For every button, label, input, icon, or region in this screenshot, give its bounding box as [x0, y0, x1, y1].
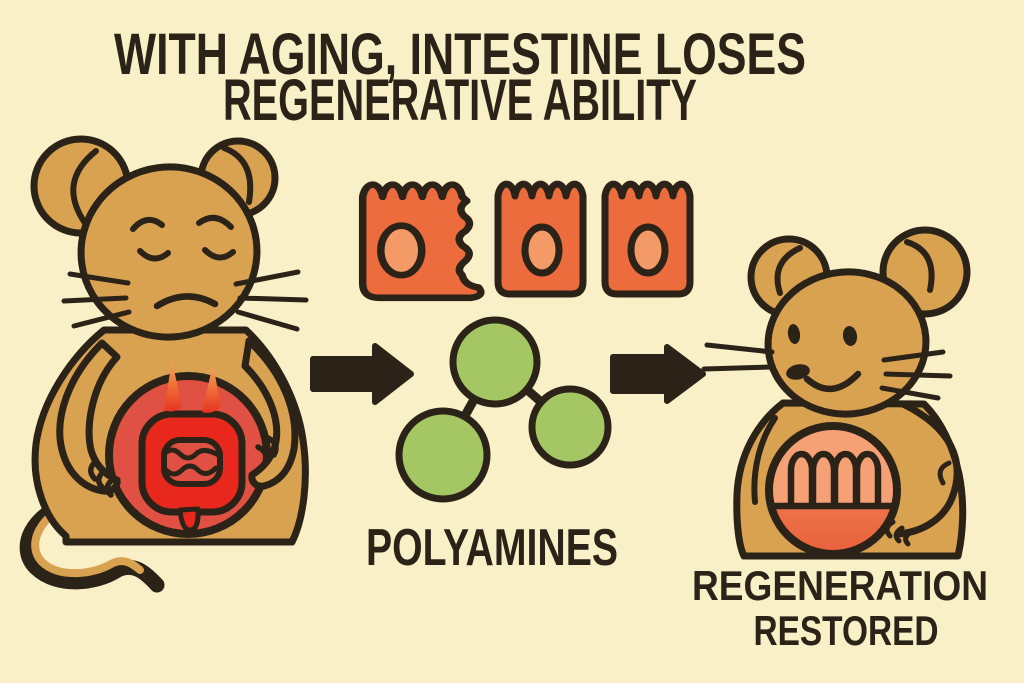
arrow-right-icon-2 — [610, 344, 706, 404]
intestine-drip — [177, 506, 201, 533]
sad-mouth — [153, 293, 219, 310]
mouse-tail-fill — [31, 497, 144, 578]
polyamine-molecule-icon — [395, 316, 612, 503]
whiskers-left — [701, 342, 775, 372]
right-inner-ear-line — [904, 239, 935, 293]
damaged-crypt-icon — [358, 181, 485, 302]
left-hand-fingers — [88, 458, 115, 498]
left-eye — [787, 324, 801, 344]
left-arm-line — [751, 415, 778, 505]
crypt-lumen — [521, 223, 563, 277]
pain-flame-left — [164, 360, 182, 412]
right-inner-ear-line — [221, 145, 254, 205]
smile-mouth — [803, 370, 862, 393]
hand-fingers — [884, 519, 914, 547]
title-line-1: WITH AGING, INTESTINE LOSES — [114, 22, 806, 87]
left-inner-ear-line — [774, 245, 803, 296]
whiskers-right — [233, 269, 309, 332]
crypt-icon-3 — [601, 180, 694, 298]
closed-eyes-icon — [130, 214, 236, 262]
inflamed-intestine-icon — [138, 410, 246, 533]
crypt-lumen — [627, 223, 669, 277]
left-inner-ear-line — [70, 148, 99, 226]
pain-flame-right — [202, 364, 221, 413]
small-intestine-folds — [161, 447, 223, 477]
colon-inner — [161, 437, 223, 487]
intestinal-crypts — [358, 180, 694, 302]
molecule-atom — [449, 316, 541, 408]
right-hand-fingers — [255, 435, 279, 468]
molecule-atom — [395, 407, 491, 503]
title-line-2: REGENERATIVE ABILITY — [223, 68, 697, 133]
happy-mouse-icon — [701, 226, 971, 560]
elbow-crease — [937, 460, 952, 486]
belly-outline — [765, 422, 901, 558]
molecule-atom — [528, 385, 612, 469]
right-eye — [842, 326, 858, 346]
regeneration-label-line-2: RESTORED — [754, 607, 939, 654]
polyamines-label: POLYAMINES — [366, 519, 618, 577]
arrow-right-icon-1 — [310, 343, 414, 405]
restored-intestine-icon — [765, 422, 901, 558]
left-arm — [56, 339, 121, 495]
healthy-crypt-fingers — [787, 450, 882, 510]
whiskers-left — [61, 271, 132, 329]
right-arm — [241, 337, 299, 490]
whiskers-right — [879, 349, 953, 401]
pain-flame-icon — [164, 360, 221, 413]
regeneration-label-line-1: REGENERATION — [692, 562, 988, 609]
right-arm-line — [894, 400, 961, 538]
aged-mouse-icon — [19, 135, 309, 593]
crypt-lumen — [377, 222, 426, 279]
crypt-icon-2 — [494, 180, 587, 298]
nose — [786, 364, 810, 380]
